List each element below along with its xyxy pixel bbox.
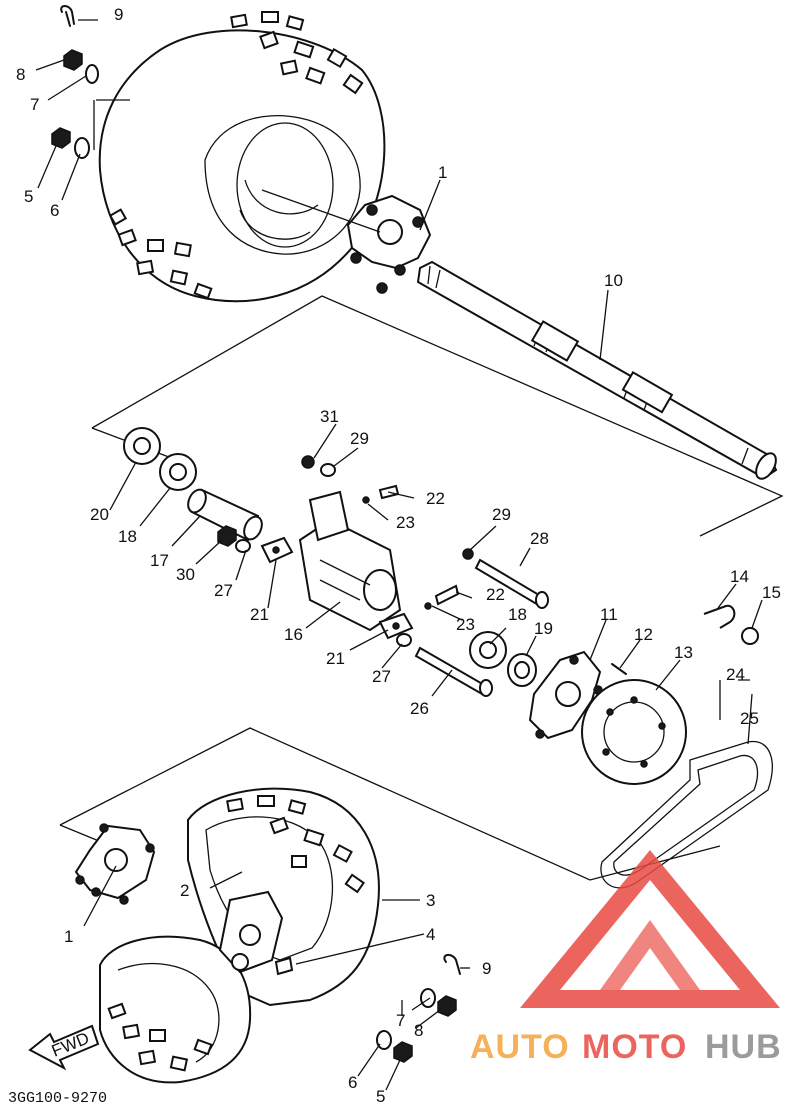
callout-29-left: 29 xyxy=(350,429,369,448)
callout-6-top: 6 xyxy=(50,201,59,220)
callout-8-top: 8 xyxy=(16,65,25,84)
axle-housing xyxy=(260,490,414,640)
callout-9-top: 9 xyxy=(114,5,123,24)
callout-27-bottom: 27 xyxy=(372,667,391,686)
sprocket-hub xyxy=(528,650,627,740)
callout-16: 16 xyxy=(284,625,303,644)
callout-28: 28 xyxy=(530,529,549,548)
callout-14: 14 xyxy=(730,567,749,586)
hardware-upper-left xyxy=(51,5,99,159)
callout-13: 13 xyxy=(674,643,693,662)
callout-5-top: 5 xyxy=(24,187,33,206)
callout-7-top: 7 xyxy=(30,95,39,114)
callout-18-left: 18 xyxy=(118,527,137,546)
callout-3: 3 xyxy=(426,891,435,910)
tread-lugs-upper xyxy=(108,11,364,300)
callout-5-bottom: 5 xyxy=(376,1087,385,1106)
fwd-arrow: FWD xyxy=(28,1024,100,1071)
callout-20: 20 xyxy=(90,505,109,524)
callout-2: 2 xyxy=(180,881,189,900)
callout-22-top: 22 xyxy=(426,489,445,508)
callout-1-bottom: 1 xyxy=(64,927,73,946)
diagram-code: 3GG100-9270 xyxy=(8,1090,107,1107)
callout-1-top: 1 xyxy=(438,163,447,182)
callout-8-bottom: 8 xyxy=(414,1021,423,1040)
bearing-18-left xyxy=(159,453,197,491)
callout-24: 24 xyxy=(726,665,745,684)
logo-text-auto: AUTO xyxy=(470,1028,570,1066)
hardware-lower xyxy=(274,954,461,1063)
callout-26: 26 xyxy=(410,699,429,718)
callout-7-bottom: 7 xyxy=(396,1011,405,1030)
callout-31: 31 xyxy=(320,407,339,426)
automotohub-logo: AUTO MOTO HUB xyxy=(470,850,782,1066)
rear-sprocket xyxy=(581,679,687,785)
tire-lower xyxy=(99,787,380,1084)
upper-assembly-plane xyxy=(91,295,784,537)
callout-29-right: 29 xyxy=(492,505,511,524)
wheel-hub-upper xyxy=(346,194,432,294)
bearing-20 xyxy=(123,427,161,465)
rear-axle xyxy=(416,260,778,480)
callout-4: 4 xyxy=(426,925,435,944)
callout-17: 17 xyxy=(150,551,169,570)
callout-25: 25 xyxy=(740,709,759,728)
callout-23-bottom: 23 xyxy=(456,615,475,634)
callout-6-bottom: 6 xyxy=(348,1073,357,1092)
callout-19: 19 xyxy=(534,619,553,638)
callout-10: 10 xyxy=(604,271,623,290)
tire-upper xyxy=(98,11,386,303)
callout-12: 12 xyxy=(634,625,653,644)
callout-9-bottom: 9 xyxy=(482,959,491,978)
callout-22-bottom: 22 xyxy=(486,585,505,604)
callout-11: 11 xyxy=(600,605,618,624)
callout-18-right: 18 xyxy=(508,605,527,624)
callout-21-bottom: 21 xyxy=(326,649,345,668)
logo-text-hub: HUB xyxy=(705,1028,782,1066)
callout-labels: 9 8 7 5 6 1 10 31 29 20 18 17 30 27 21 1… xyxy=(16,5,781,1106)
bearing-18-right xyxy=(469,631,507,669)
callout-23-top: 23 xyxy=(396,513,415,532)
spacer-17 xyxy=(187,488,263,542)
logo-triangle xyxy=(520,850,780,1008)
oil-seal xyxy=(507,653,537,687)
tread-lugs-lower xyxy=(107,795,365,1072)
callout-15: 15 xyxy=(762,583,781,602)
callout-27-left: 27 xyxy=(214,581,233,600)
leader-lines xyxy=(35,19,763,1091)
callout-21-left: 21 xyxy=(250,605,269,624)
callout-30: 30 xyxy=(176,565,195,584)
wheel-hub-lower xyxy=(74,823,156,905)
logo-text-moto: MOTO xyxy=(582,1028,687,1066)
